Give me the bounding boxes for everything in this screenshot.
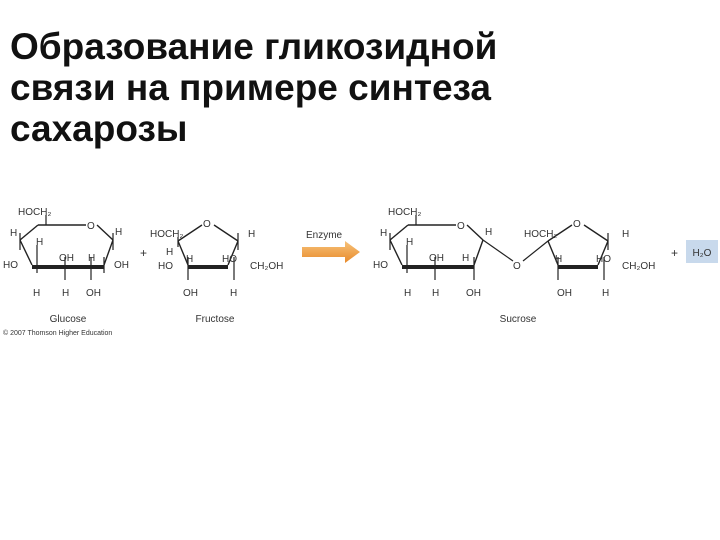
glucose-c3-h-bottom: H xyxy=(62,288,69,299)
sucrose-label: Sucrose xyxy=(500,314,537,325)
glucose-c5-h: H xyxy=(10,228,17,239)
copyright-note: © 2007 Thomson Higher Education xyxy=(3,329,112,337)
sucrose-fru-c4-h-top: H xyxy=(555,254,562,265)
slide-title: Образование гликозидной связи на примере… xyxy=(10,26,710,149)
fructose-label: Fructose xyxy=(196,314,235,325)
glucose-c1-h: H xyxy=(115,227,122,238)
sucrose-glc-c3-h-bottom: H xyxy=(432,288,439,299)
glucose-c3-oh-top: OH xyxy=(59,253,74,264)
sucrose-fru-c4-oh-bottom: OH xyxy=(557,288,572,299)
sucrose-fru-hoch2: HOCH₂ xyxy=(524,229,557,240)
glucose-hoch2: HOCH₂ xyxy=(18,207,51,218)
fructose-c3-h-bottom: H xyxy=(230,288,237,299)
reaction-arrow xyxy=(302,241,360,263)
glucose-ring-oxygen: O xyxy=(87,221,95,232)
title-line-3: сахарозы xyxy=(10,108,188,149)
sucrose-glc-ring-oxygen: O xyxy=(457,221,465,232)
sucrose-glc-c3-oh-top: OH xyxy=(429,253,444,264)
fructose-molecule: HOCH₂ O H H H HO HO CH₂OH OH H xyxy=(150,219,283,299)
sucrose-fru-ch2oh: CH₂OH xyxy=(622,261,655,272)
sucrose-fructose-ring xyxy=(547,224,609,280)
enzyme-label: Enzyme xyxy=(306,230,343,241)
glucose-c4-h: H xyxy=(36,237,43,248)
glucose-ring xyxy=(19,215,114,280)
glucose-c2-h-top: H xyxy=(88,253,95,264)
glucose-label: Glucose xyxy=(50,314,87,325)
glucose-c4-ho: HO xyxy=(3,260,18,271)
sucrose-glucose-ring xyxy=(389,215,484,280)
sucrose-glc-c2-oh-bottom: OH xyxy=(466,288,481,299)
glycosidic-oxygen: O xyxy=(513,261,521,272)
fructose-ring-oxygen: O xyxy=(203,219,211,230)
sucrose-fru-c3-ho: HO xyxy=(596,254,611,265)
fructose-c4-h-top: H xyxy=(186,254,193,265)
fructose-c2-h: H xyxy=(248,229,255,240)
title-line-2: связи на примере синтеза xyxy=(10,67,491,108)
glycosidic-bond xyxy=(482,239,549,262)
water-label: H₂O xyxy=(693,248,712,259)
fructose-c3-ho: HO xyxy=(222,254,237,265)
glucose-c1-oh: OH xyxy=(114,260,129,271)
sucrose-glc-hoch2: HOCH₂ xyxy=(388,207,421,218)
fructose-hoch2: HOCH₂ xyxy=(150,229,183,240)
sucrose-fru-c3-h-bottom: H xyxy=(602,288,609,299)
plus-sign-2: + xyxy=(671,246,678,260)
fructose-c5-h: H xyxy=(166,247,173,258)
fructose-c4-oh-bottom: OH xyxy=(183,288,198,299)
sucrose-fru-c2-h: H xyxy=(622,229,629,240)
water-box xyxy=(686,240,718,263)
sucrose-glc-c4-ho: HO xyxy=(373,260,388,271)
sucrose-glc-c2-h-top: H xyxy=(462,253,469,264)
glucose-molecule: HOCH₂ O H H H HO OH H OH H H OH xyxy=(3,207,129,299)
fructose-ring xyxy=(177,224,239,280)
sucrose-glc-c4-h-bottom: H xyxy=(404,288,411,299)
fructose-ch2oh: CH₂OH xyxy=(250,261,283,272)
sucrose-molecule: HOCH₂ O H H H HO OH H H H OH O HOCH₂ O H… xyxy=(373,207,655,299)
glucose-c2-oh-bottom: OH xyxy=(86,288,101,299)
fructose-c2-ho: HO xyxy=(158,261,173,272)
sucrose-glc-c4-h: H xyxy=(406,237,413,248)
sucrose-synthesis-scheme: HOCH₂ O H H H HO OH H OH H H OH + HOCH₂ … xyxy=(3,207,718,337)
plus-sign-1: + xyxy=(140,246,147,260)
sucrose-glc-c5-h: H xyxy=(380,228,387,239)
sucrose-fru-ring-oxygen: O xyxy=(573,219,581,230)
title-line-1: Образование гликозидной xyxy=(10,26,498,67)
sucrose-glc-c1-h: H xyxy=(485,227,492,238)
glucose-c4-h-bottom: H xyxy=(33,288,40,299)
